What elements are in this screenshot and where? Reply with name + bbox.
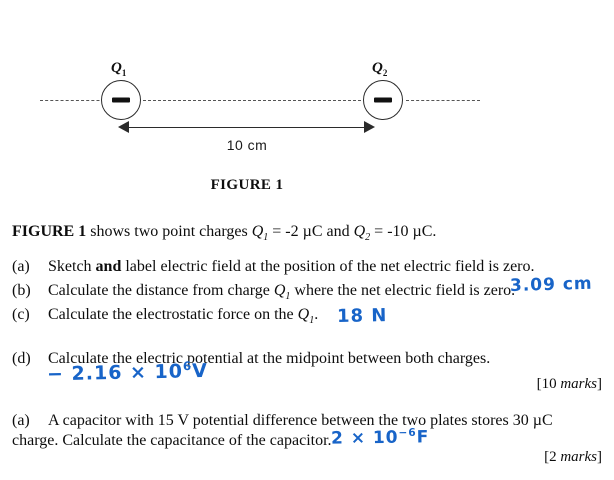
question-d-text: Calculate the electric potential at the … (48, 350, 491, 367)
q2-symbol: Q2 (353, 223, 371, 244)
q2-value-text: = -10 µC. (370, 223, 437, 240)
minus-sign-icon (374, 97, 392, 103)
question-d-tag: (d) (12, 350, 31, 367)
charge-q1-label: Q1 (111, 60, 127, 78)
charge-q2-circle (363, 80, 403, 120)
figure-caption: FIGURE 1 (210, 177, 284, 193)
question-2-a-text-line1: A capacitor with 15 V potential differen… (48, 412, 553, 429)
axis-dashed-line-left (40, 100, 120, 101)
dimension-arrow-left-icon (118, 121, 129, 133)
q1-symbol-inline: Q1 (297, 306, 315, 327)
dimension-arrow-right-icon (364, 121, 375, 133)
intro-text-1: shows two point charges (86, 223, 252, 240)
axis-dashed-line-right (406, 100, 480, 101)
question-item-c: (c) Calculate the electrostatic force on … (12, 306, 318, 326)
q1-symbol: Q1 (251, 223, 269, 244)
question-b-text: Calculate the distance from charge Q1 wh… (48, 282, 516, 303)
handwritten-answer-d: − 2.16 × 106V (46, 358, 209, 386)
question-item-a: (a) Sketch and label electric field at th… (12, 258, 535, 276)
handwritten-answer-capacitance: 2 × 10−6F (330, 426, 430, 449)
charge-q1-circle (101, 80, 141, 120)
q1-value-text: = -2 µC and (268, 223, 354, 240)
question-2-item-a-line2: charge. Calculate the capacitance of the… (12, 432, 332, 450)
question-2-a-tag: (a) (12, 412, 30, 429)
question-c-tag: (c) (12, 306, 30, 323)
minus-sign-icon (112, 97, 130, 103)
question-c-text: Calculate the electrostatic force on the… (48, 306, 319, 327)
intro-sentence: FIGURE 1 shows two point charges Q1 = -2… (12, 223, 436, 243)
question-item-d: (d) Calculate the electric potential at t… (12, 350, 490, 368)
q1-symbol-inline: Q1 (273, 282, 291, 303)
charge-q2-label: Q2 (372, 60, 388, 78)
dimension-label: 10 cm (226, 137, 268, 153)
question-item-b: (b) Calculate the distance from charge Q1… (12, 282, 515, 302)
marks-allocation-10: [10 marks] (536, 376, 602, 392)
handwritten-answer-b: 3.09 cm (509, 273, 593, 296)
question-2-item-a-line1: (a) A capacitor with 15 V potential diffe… (12, 412, 553, 430)
marks-allocation-2: [2 marks] (544, 449, 602, 465)
question-2-a-text-line2: charge. Calculate the capacitance of the… (12, 432, 332, 449)
intro-bold-prefix: FIGURE 1 (12, 223, 87, 240)
handwritten-answer-c: 18 N (336, 305, 388, 327)
question-a-tag: (a) (12, 258, 30, 275)
dimension-line (127, 127, 370, 128)
figure-1-diagram: Q1 Q2 10 cm FIGURE 1 (0, 0, 614, 205)
question-b-tag: (b) (12, 282, 31, 299)
question-a-text: Sketch and label electric field at the p… (48, 258, 535, 275)
axis-dashed-line-middle (143, 100, 361, 101)
